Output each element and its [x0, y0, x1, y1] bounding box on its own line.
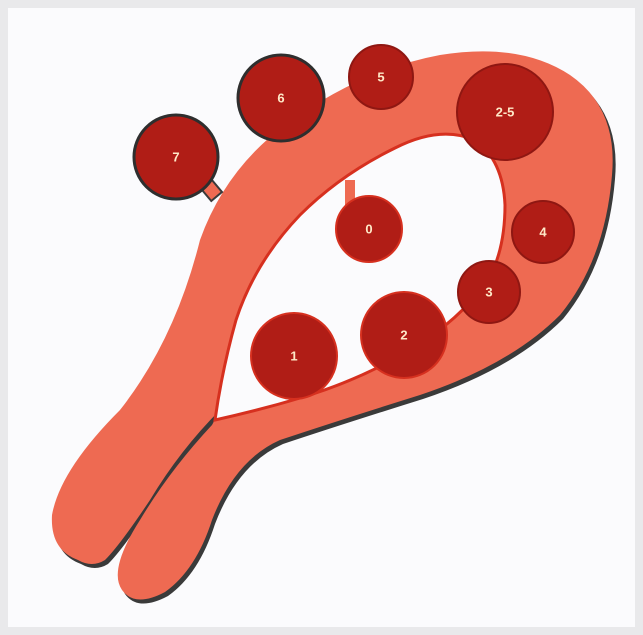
node-0-label: 0 [365, 222, 372, 237]
node-2-5: 2-5 [457, 64, 553, 160]
node-6-label: 6 [277, 91, 284, 106]
node-2-label: 2 [400, 328, 407, 343]
node-7-label: 7 [172, 150, 179, 165]
node-3: 3 [458, 261, 520, 323]
node-4: 4 [512, 201, 574, 263]
node-5: 5 [349, 45, 413, 109]
node-0: 0 [336, 196, 402, 262]
node-4-label: 4 [539, 225, 547, 240]
node-2: 2 [361, 292, 447, 378]
node-7: 7 [134, 115, 218, 199]
node-3-label: 3 [485, 285, 492, 300]
node-6: 6 [238, 55, 324, 141]
node-1: 1 [251, 313, 337, 399]
node-2-5-label: 2-5 [496, 105, 515, 120]
node-5-label: 5 [377, 70, 384, 85]
node-1-label: 1 [290, 349, 297, 364]
